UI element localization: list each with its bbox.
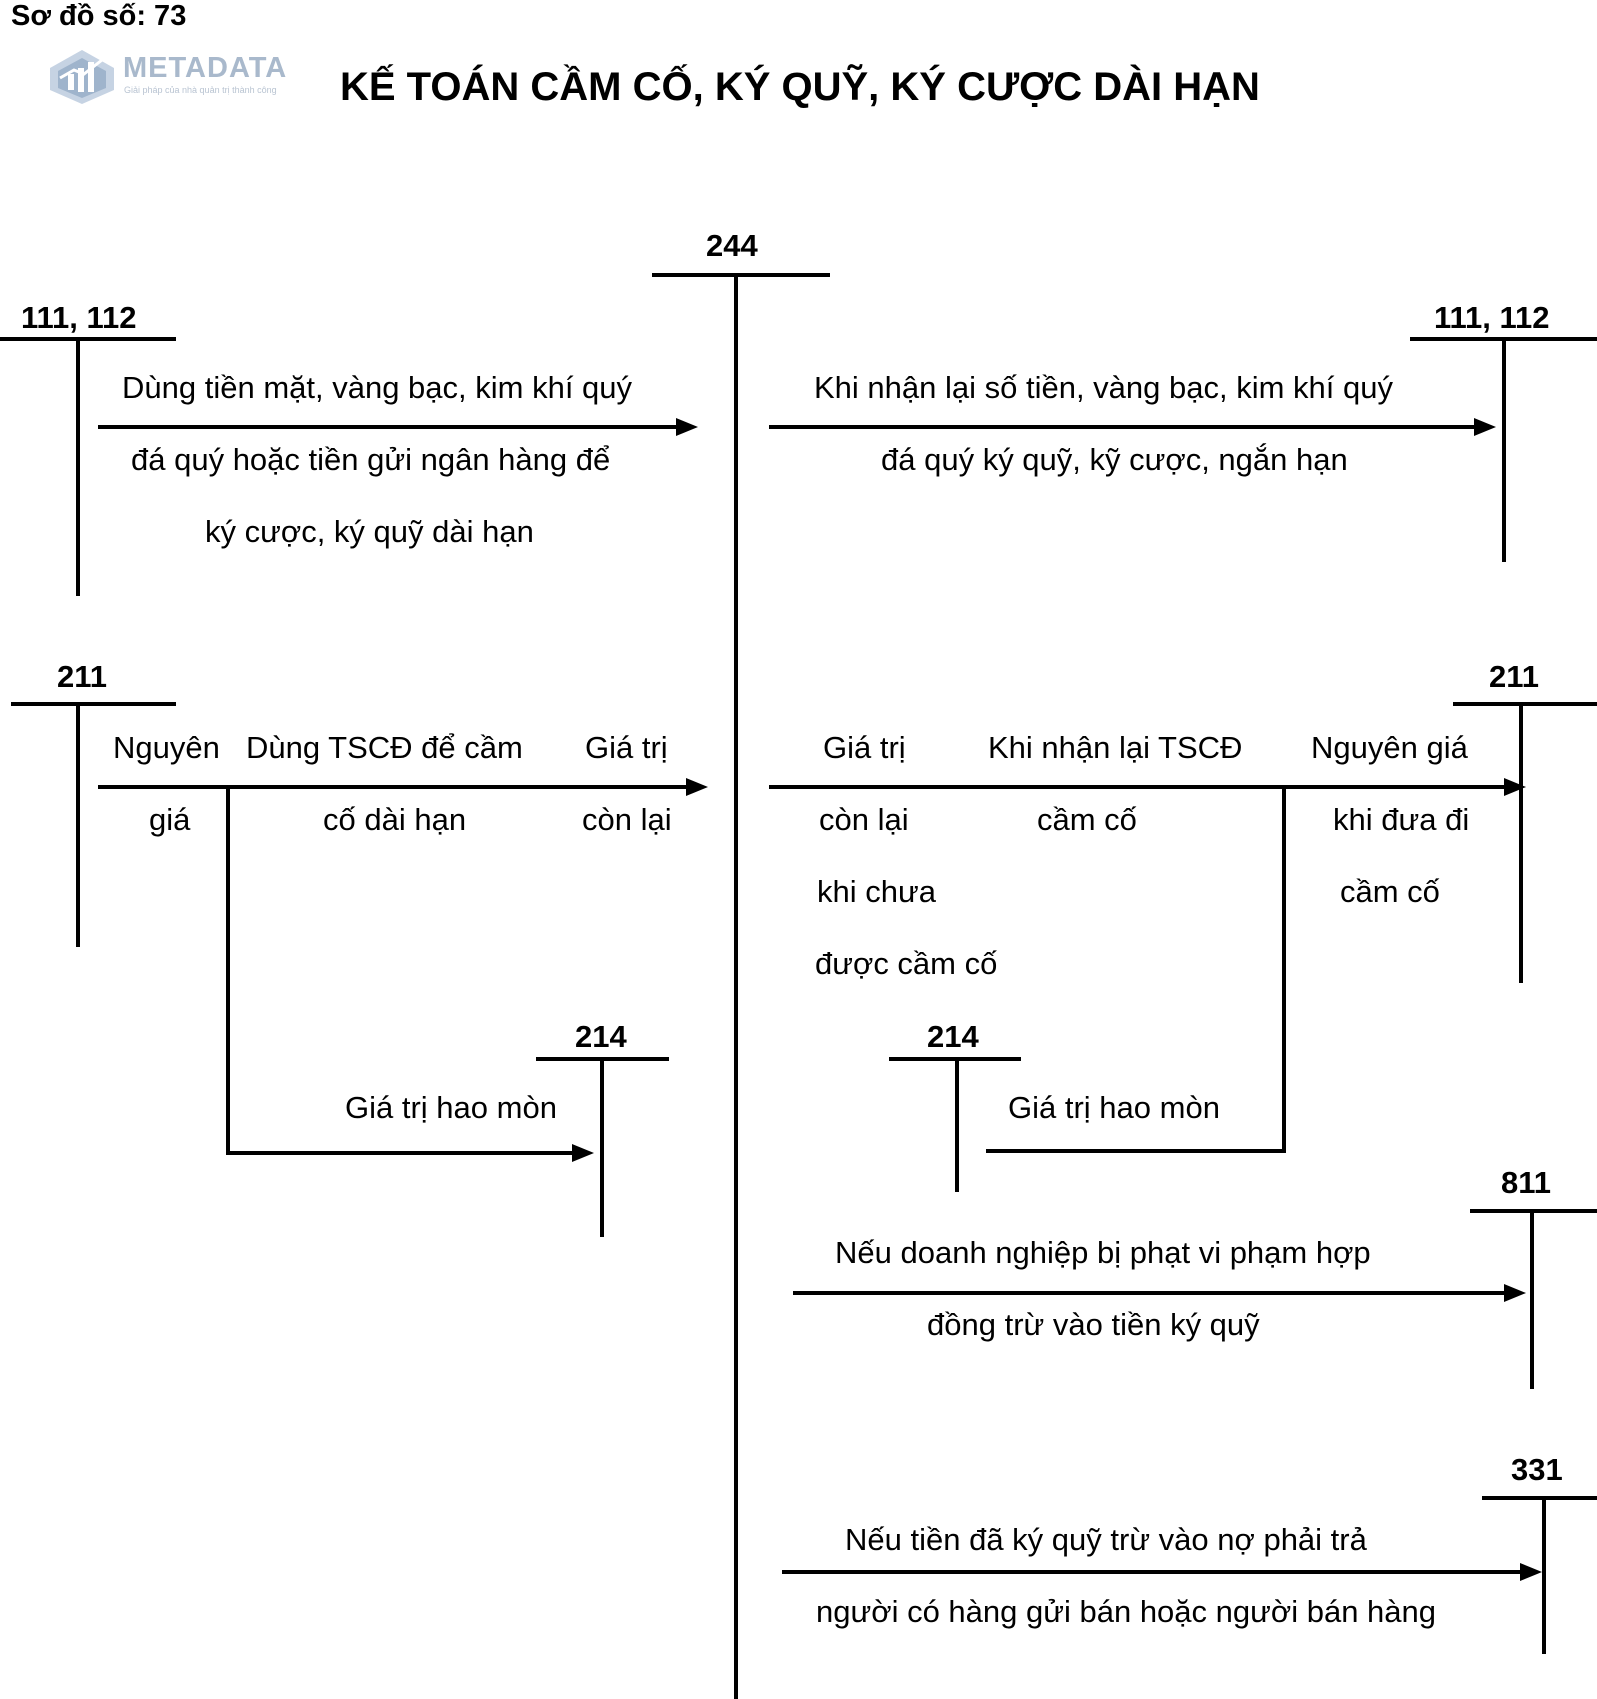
- pledge-arrowhead: [686, 778, 708, 796]
- refund-text-line2: đá quý ký quỹ, kỹ cược, ngắn hạn: [881, 442, 1348, 477]
- payable-arrow-line: [782, 1570, 1520, 1574]
- return-remain-line1: Giá trị: [823, 730, 906, 765]
- account-811-label: 811: [1501, 1165, 1552, 1200]
- account-214-left-stem: [600, 1057, 604, 1237]
- return-dep-label: Giá trị hao mòn: [1008, 1090, 1220, 1125]
- return-arrow-line: [769, 785, 1504, 789]
- deposit-text-line2: đá quý hoặc tiền gửi ngân hàng để: [131, 442, 611, 477]
- account-211-left-label: 211: [57, 659, 108, 694]
- logo-slogan: Giải pháp của nhà quản trị thành công: [124, 85, 277, 95]
- pledge-cost-line2: giá: [149, 802, 191, 837]
- refund-text-line1: Khi nhận lại số tiền, vàng bạc, kim khí …: [814, 370, 1393, 405]
- return-cost-line1: Nguyên giá: [1311, 730, 1468, 765]
- account-331-stem: [1542, 1496, 1546, 1654]
- account-214-right-label: 214: [927, 1019, 979, 1054]
- account-211-right-stem: [1519, 702, 1523, 983]
- payable-text-line2: người có hàng gửi bán hoặc người bán hàn…: [816, 1594, 1437, 1629]
- return-desc-line1: Khi nhận lại TSCĐ: [988, 730, 1243, 765]
- account-811-stem: [1530, 1209, 1534, 1389]
- diagram-number: Sơ đồ số: 73: [11, 0, 187, 32]
- return-cost-line3: cầm cố: [1340, 874, 1440, 909]
- refund-arrowhead: [1474, 418, 1496, 436]
- account-111-112-right-label: 111, 112: [1434, 300, 1550, 335]
- account-214-right-stem: [955, 1057, 959, 1192]
- account-244-top-bar: [652, 273, 830, 277]
- account-111-112-left-label: 111, 112: [21, 300, 137, 335]
- pledge-desc-line2: cố dài hạn: [323, 802, 467, 837]
- account-331-bar: [1482, 1496, 1597, 1500]
- logo-name: METADATA: [123, 52, 288, 84]
- account-111-112-right-stem: [1502, 337, 1506, 562]
- return-arrowhead: [1504, 778, 1526, 796]
- penalty-arrowhead: [1504, 1284, 1526, 1302]
- pledge-dep-label: Giá trị hao mòn: [345, 1090, 557, 1125]
- return-dep-line: [986, 1149, 1286, 1153]
- account-211-left-bar: [11, 702, 176, 706]
- pledge-dep-branch-vertical: [226, 785, 230, 1155]
- building-chart-icon: [50, 50, 114, 104]
- payable-text-line1: Nếu tiền đã ký quỹ trừ vào nợ phải trả: [845, 1522, 1367, 1557]
- penalty-arrow-line: [793, 1291, 1504, 1295]
- pledge-dep-arrow-line: [226, 1151, 572, 1155]
- deposit-text-line3: ký cược, ký quỹ dài hạn: [205, 514, 534, 549]
- account-244-stem: [734, 273, 738, 1699]
- penalty-text-line2: đồng trừ vào tiền ký quỹ: [927, 1307, 1260, 1342]
- pledge-desc-line1: Dùng TSCĐ để cầm: [246, 730, 523, 765]
- account-211-left-stem: [76, 702, 80, 947]
- account-331-label: 331: [1511, 1452, 1563, 1487]
- pledge-arrow-line: [98, 785, 686, 789]
- pledge-cost-line1: Nguyên: [113, 730, 220, 765]
- return-desc-line2: cầm cố: [1037, 802, 1137, 837]
- return-cost-line2: khi đưa đi: [1333, 802, 1470, 837]
- pledge-dep-arrowhead: [572, 1144, 594, 1162]
- account-244-label: 244: [706, 228, 758, 263]
- return-remain-line3: khi chưa: [817, 874, 936, 909]
- account-111-112-left-stem: [76, 337, 80, 596]
- diagram-title: KẾ TOÁN CẦM CỐ, KÝ QUỸ, KÝ CƯỢC DÀI HẠN: [340, 65, 1260, 109]
- account-211-right-bar: [1453, 702, 1597, 706]
- pledge-remain-line1: Giá trị: [585, 730, 668, 765]
- return-remain-line4: được cầm cố: [815, 946, 998, 981]
- return-dep-branch-vertical: [1282, 785, 1286, 1153]
- account-214-left-label: 214: [575, 1019, 627, 1054]
- payable-arrowhead: [1520, 1563, 1542, 1581]
- refund-arrow-line: [769, 425, 1474, 429]
- penalty-text-line1: Nếu doanh nghiệp bị phạt vi phạm hợp: [835, 1235, 1371, 1270]
- pledge-remain-line2: còn lại: [582, 802, 672, 837]
- account-111-112-left-bar: [0, 337, 176, 341]
- account-211-right-label: 211: [1489, 659, 1540, 694]
- deposit-arrowhead: [676, 418, 698, 436]
- deposit-arrow-line: [98, 425, 676, 429]
- deposit-text-line1: Dùng tiền mặt, vàng bạc, kim khí quý: [122, 370, 633, 405]
- metadata-logo: METADATA Giải pháp của nhà quản trị thàn…: [48, 48, 308, 108]
- return-remain-line2: còn lại: [819, 802, 909, 837]
